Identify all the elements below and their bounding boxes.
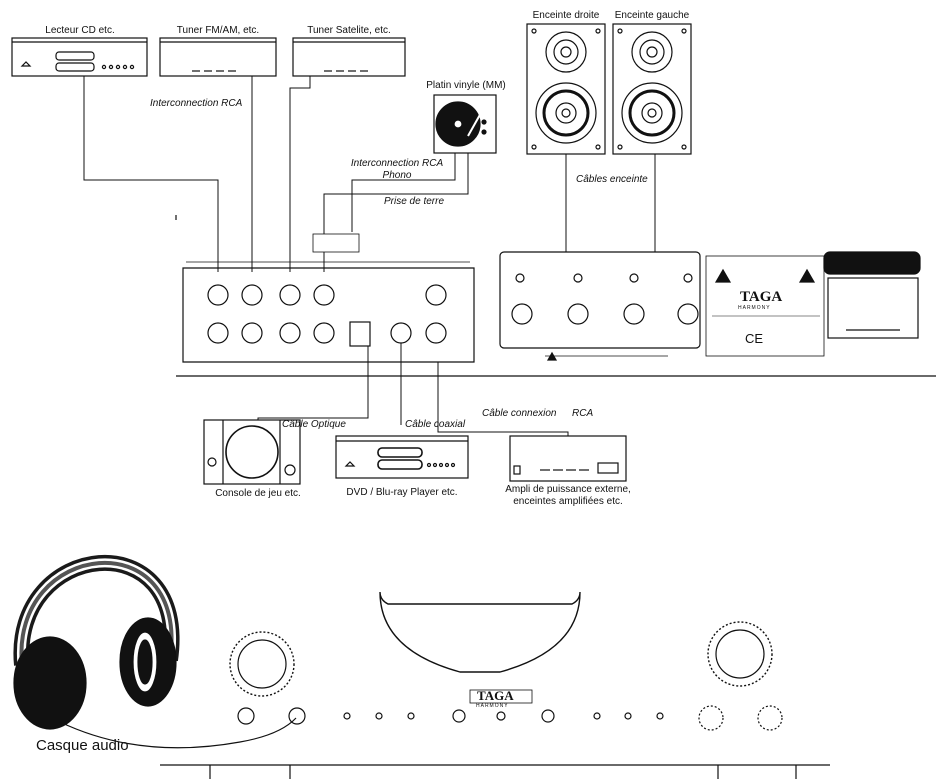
power-amp-label-1: Ampli de puissance externe, xyxy=(505,484,631,495)
dvd-player-label: DVD / Blu-ray Player etc. xyxy=(346,487,458,498)
rca-cable-label: Interconnection RCA xyxy=(150,98,243,109)
speaker-right-label: Enceinte droite xyxy=(532,10,600,21)
front-brand-logo: TAGA xyxy=(477,688,514,703)
cd-player-device xyxy=(11,37,148,77)
ground-label: Prise de terre xyxy=(384,196,445,207)
rca-out-cable-label-b: RCA xyxy=(572,408,594,419)
rear-panel xyxy=(175,215,936,377)
power-amp-label-2: enceintes amplifiées etc. xyxy=(513,496,623,507)
rca-phono-label-1: Interconnection RCA xyxy=(350,158,444,169)
ce-mark: CE xyxy=(745,331,764,346)
cd-player-label: Lecteur CD etc. xyxy=(45,25,115,36)
rear-brand-sub: HARMONY xyxy=(738,305,771,311)
tuner-sat-label: Tuner Satelite, etc. xyxy=(307,25,391,36)
game-console-device xyxy=(203,419,301,485)
front-brand-sub: HARMONY xyxy=(476,703,509,709)
rear-brand-logo: TAGA xyxy=(740,289,783,305)
game-console-label: Console de jeu etc. xyxy=(215,488,301,499)
speaker-cable-label: Câbles enceinte xyxy=(576,174,648,185)
tuner-fm-device xyxy=(159,37,277,77)
cables-top xyxy=(83,76,656,272)
rca-phono-label-2: Phono xyxy=(382,170,412,181)
speaker-right-device xyxy=(526,23,606,155)
tuner-sat-device xyxy=(292,37,406,77)
coaxial-cable-label: Câble coaxial xyxy=(405,419,466,430)
optical-cable-label: Câble Optique xyxy=(282,419,346,430)
headphones-label: Casque audio xyxy=(36,737,129,754)
speaker-left-device xyxy=(612,23,692,155)
front-panel xyxy=(160,591,830,779)
speaker-left-label: Enceinte gauche xyxy=(614,10,690,21)
turntable-label: Platin vinyle (MM) xyxy=(426,80,506,91)
turntable-device xyxy=(433,94,497,154)
headphones-device xyxy=(13,555,297,749)
tuner-fm-label: Tuner FM/AM, etc. xyxy=(176,25,260,36)
dvd-player-device xyxy=(335,435,469,479)
rca-out-cable-label-a: Câble connexion xyxy=(482,408,557,419)
power-amp-device xyxy=(509,435,627,482)
